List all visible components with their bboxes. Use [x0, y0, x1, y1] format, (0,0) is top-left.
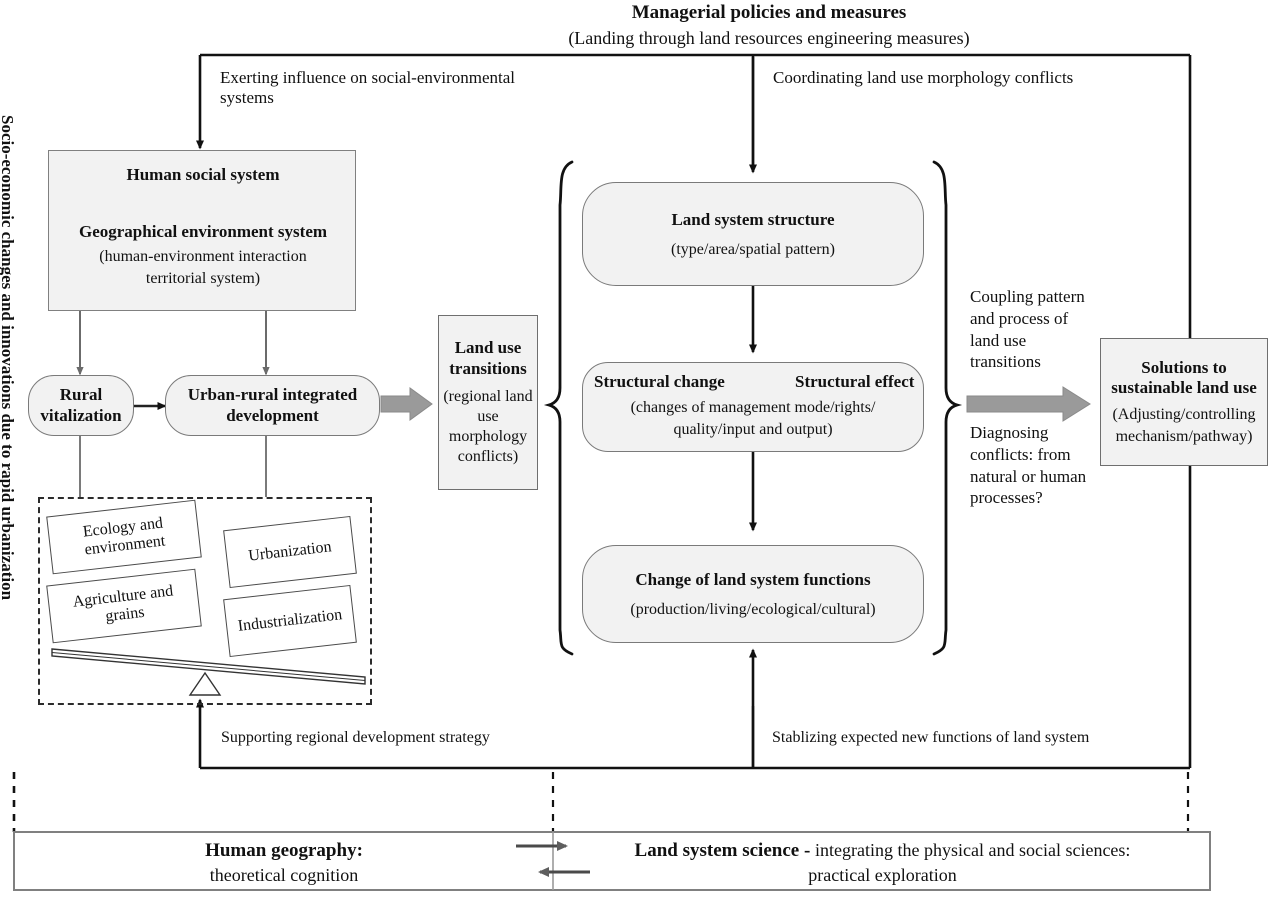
bottom-left-bold: Human geography: [205, 840, 357, 861]
edge-label-bottom-left: Supporting regional development strategy: [221, 729, 490, 746]
bottom-right-plain-2: practical exploration: [808, 865, 957, 885]
geographical-environment-system-label: Geographical environment system: [78, 222, 328, 241]
structural-note-line1: (changes of management mode/rights/: [630, 399, 876, 416]
node-change-land-system-functions[interactable]: Change of land system functions (product…: [582, 545, 924, 643]
side-axis-label: Socio-economic changes and innovations d…: [0, 115, 17, 601]
bottom-right-bold: Land system science -: [634, 840, 811, 861]
node-solutions-title: Solutions to sustainable land use: [1111, 357, 1257, 397]
node-solutions-sustainable-land-use[interactable]: Solutions to sustainable land use (Adjus…: [1100, 338, 1268, 466]
human-environment-system-box: Human social system Geographical environ…: [48, 150, 356, 311]
node-rural-vitalization[interactable]: Rural vitalization: [28, 375, 134, 436]
node-structural-change-effect[interactable]: Structural change Structural effect (cha…: [582, 362, 924, 452]
node-land-system-structure[interactable]: Land system structure (type/area/spatial…: [582, 182, 924, 286]
node-land-use-transitions[interactable]: Land use transitions (regional land use …: [438, 315, 538, 490]
node-land-system-structure-note: (type/area/spatial pattern): [671, 240, 835, 258]
balance-item-ecology-label: Ecology and environment: [82, 514, 167, 559]
balance-item-urbanization-label: Urbanization: [247, 538, 333, 565]
node-change-functions-note: (production/living/ecological/cultural): [630, 600, 876, 618]
node-change-functions-title: Change of land system functions: [635, 569, 871, 589]
block-arrow-2: [966, 386, 1091, 422]
edge-label-top-left: Exerting influence on social-environment…: [220, 68, 516, 108]
system-note-line1: (human-environment interaction: [99, 248, 307, 265]
page-subtitle: (Landing through land resources engineer…: [568, 28, 970, 48]
bottom-right-plain-1: integrating the physical and social scie…: [815, 840, 1131, 860]
bottom-left-plain: theoretical cognition: [209, 865, 359, 885]
edge-label-top-right: Coordinating land use morphology conflic…: [773, 68, 1074, 87]
structural-change-label: Structural change: [594, 372, 725, 391]
node-land-system-structure-title: Land system structure: [671, 209, 835, 229]
node-solutions-note-line2: mechanism/pathway): [1115, 428, 1253, 446]
node-rural-vitalization-label: Rural vitalization: [40, 385, 122, 425]
block-arrow-1: [380, 387, 433, 421]
edge-label-bottom-right: Stablizing expected new functions of lan…: [772, 729, 1090, 746]
balance-beam: [51, 648, 366, 696]
node-solutions-note-line1: (Adjusting/controlling: [1112, 406, 1256, 424]
structural-note-line2: quality/input and output): [673, 421, 833, 438]
node-land-use-transitions-note: (regional land use morphology conflicts): [443, 387, 533, 465]
bottom-bar-right: Land system science - integrating the ph…: [560, 840, 1205, 886]
node-urban-rural-development[interactable]: Urban-rural integrated development: [165, 375, 380, 436]
right-note-diagnosing: Diagnosing conflicts: from natural or hu…: [970, 423, 1087, 508]
bottom-bar-left: Human geography: theoretical cognition: [20, 840, 548, 886]
system-note-line2: territorial system): [145, 270, 261, 287]
bottom-left-colon: :: [356, 840, 363, 861]
node-land-use-transitions-title: Land use transitions: [449, 338, 527, 378]
balance-item-agriculture-label: Agriculture and grains: [71, 582, 174, 626]
right-note-coupling: Coupling pattern and process of land use…: [970, 287, 1085, 372]
page-title: Managerial policies and measures: [631, 2, 907, 23]
balance-item-industrialization-label: Industrialization: [236, 606, 343, 635]
balance-container: [38, 497, 372, 705]
human-social-system-label: Human social system: [126, 165, 280, 184]
node-urban-rural-development-label: Urban-rural integrated development: [187, 385, 358, 425]
structural-effect-label: Structural effect: [795, 372, 915, 391]
